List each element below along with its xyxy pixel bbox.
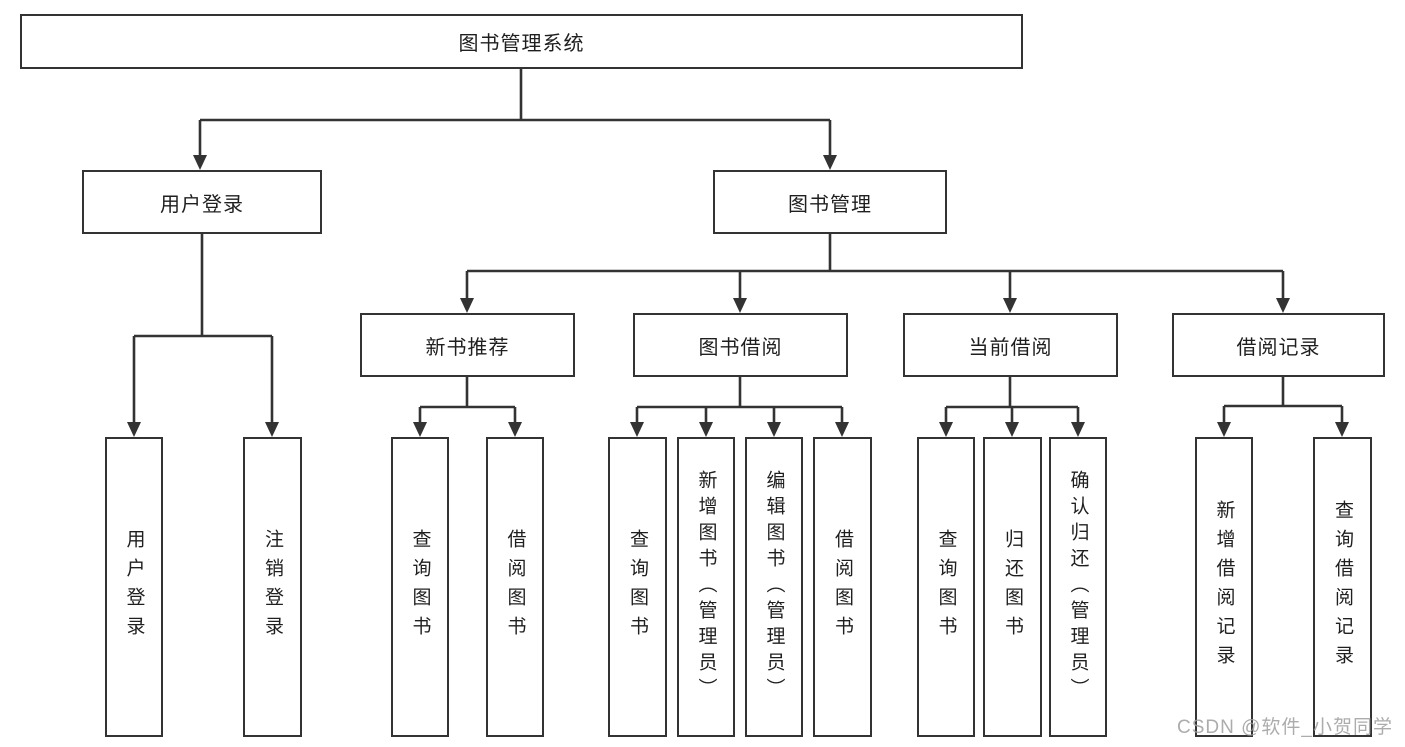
node-book-borrowing-label: 图书借阅 [698, 336, 783, 359]
leaf-logout-label: 注销登录 [262, 529, 283, 645]
leaf-return-books-label: 归还图书 [1002, 529, 1023, 645]
leaf-user-login: 用户登录 [105, 437, 163, 737]
leaf-add-books: 新增图书（管理员） [677, 437, 735, 737]
node-current-borrowing: 当前借阅 [903, 313, 1118, 377]
leaf-edit-books: 编辑图书（管理员） [745, 437, 803, 737]
leaf-user-login-label: 用户登录 [123, 529, 145, 645]
leaf-borrow-books-a-label: 借阅图书 [504, 529, 526, 645]
node-book-borrowing: 图书借阅 [633, 313, 848, 377]
leaf-logout: 注销登录 [243, 437, 302, 737]
leaf-return-books: 归还图书 [983, 437, 1042, 737]
leaf-query-books-b-label: 查询图书 [627, 529, 648, 645]
leaf-add-borrow-record: 新增借阅记录 [1195, 437, 1253, 737]
node-user-login: 用户登录 [82, 170, 322, 234]
leaf-query-books-a: 查询图书 [391, 437, 449, 737]
node-borrowing-records-label: 借阅记录 [1236, 336, 1321, 359]
leaf-confirm-return: 确认归还（管理员） [1049, 437, 1107, 737]
leaf-edit-books-label: 编辑图书（管理员） [763, 470, 785, 704]
leaf-borrow-books-a: 借阅图书 [486, 437, 544, 737]
leaf-query-borrow-record-label: 查询借阅记录 [1332, 500, 1353, 674]
leaf-add-books-label: 新增图书（管理员） [695, 470, 717, 704]
node-new-book-recommend: 新书推荐 [360, 313, 575, 377]
node-borrowing-records: 借阅记录 [1172, 313, 1385, 377]
node-book-management-label: 图书管理 [788, 193, 872, 216]
node-root-label: 图书管理系统 [458, 33, 585, 55]
leaf-query-books-c: 查询图书 [917, 437, 975, 737]
leaf-confirm-return-label: 确认归还（管理员） [1067, 470, 1089, 704]
leaf-query-books-c-label: 查询图书 [935, 529, 957, 645]
leaf-query-books-a-label: 查询图书 [409, 529, 431, 645]
node-user-login-label: 用户登录 [160, 193, 244, 216]
node-new-book-recommend-label: 新书推荐 [425, 336, 510, 359]
node-root: 图书管理系统 [20, 14, 1023, 69]
node-current-borrowing-label: 当前借阅 [968, 336, 1053, 359]
leaf-query-borrow-record: 查询借阅记录 [1313, 437, 1372, 737]
leaf-add-borrow-record-label: 新增借阅记录 [1213, 500, 1235, 674]
leaf-query-books-b: 查询图书 [608, 437, 667, 737]
leaf-borrow-books-b-label: 借阅图书 [832, 529, 853, 645]
leaf-borrow-books-b: 借阅图书 [813, 437, 872, 737]
node-book-management: 图书管理 [713, 170, 947, 234]
